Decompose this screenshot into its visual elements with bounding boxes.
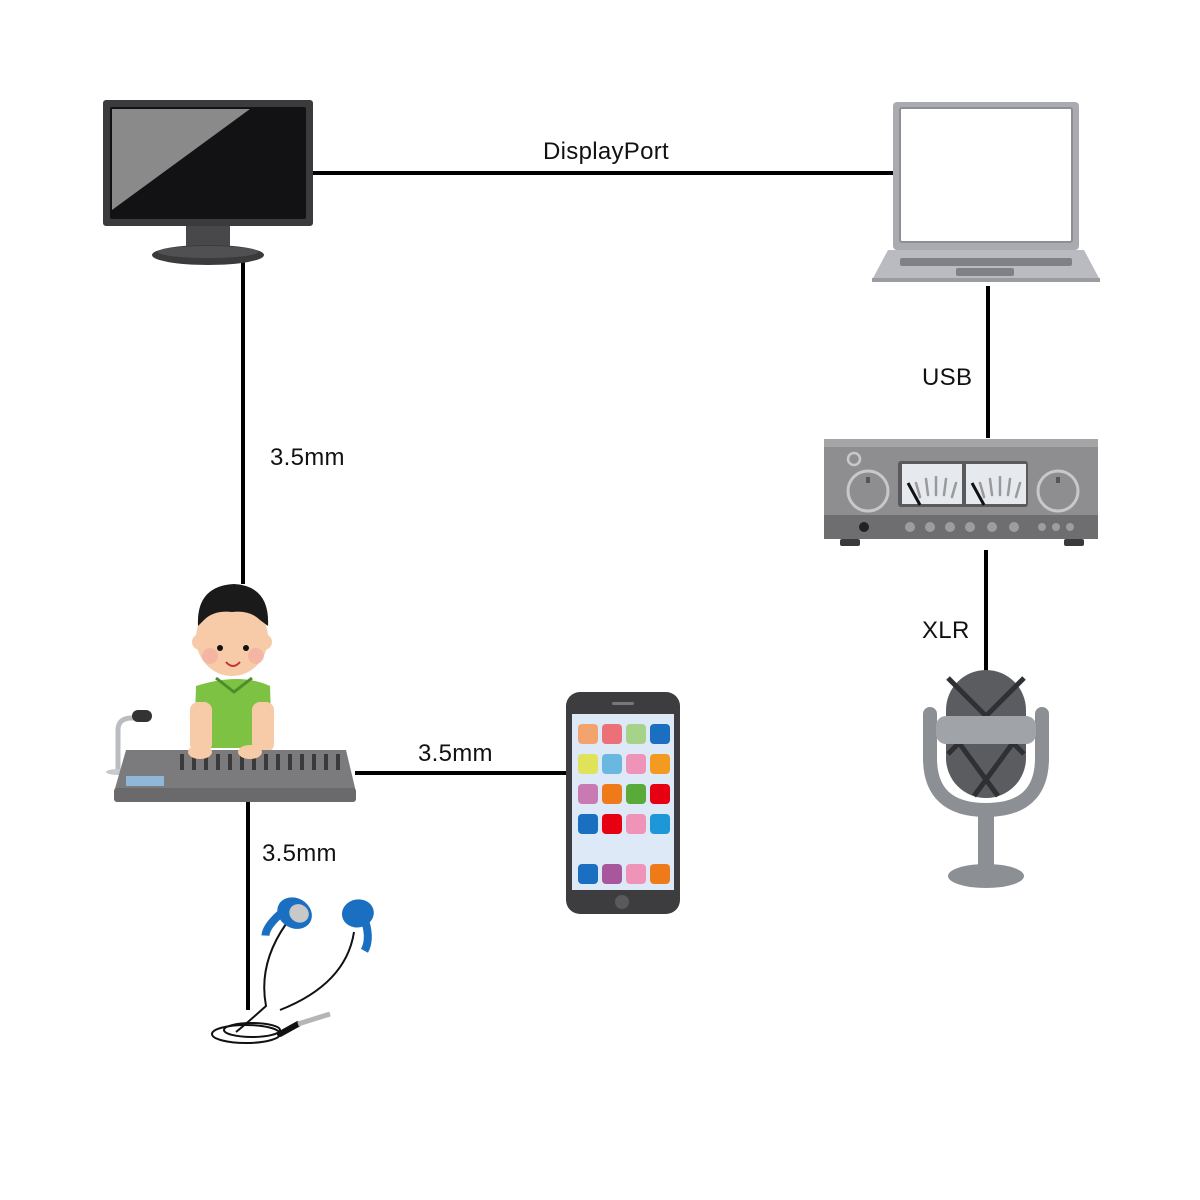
xlr-label: XLR (922, 617, 970, 644)
monitor-icon (103, 100, 313, 265)
app-icon[interactable] (650, 754, 670, 774)
monitor-mixer-label: 3.5mm (270, 444, 345, 471)
usb-label: USB (922, 364, 973, 391)
displayport-cable (312, 171, 894, 175)
app-icon[interactable] (650, 724, 670, 744)
app-icon[interactable] (602, 784, 622, 804)
audio-interface-icon (824, 439, 1098, 546)
app-icon[interactable] (578, 724, 598, 744)
app-icon[interactable] (602, 864, 622, 884)
xlr-cable (984, 550, 988, 672)
usb-cable (986, 286, 990, 438)
smartphone (566, 692, 680, 914)
earphones-icon (211, 897, 374, 1044)
app-icon[interactable] (626, 724, 646, 744)
app-icon[interactable] (626, 784, 646, 804)
phone-screen (572, 714, 674, 890)
app-icon[interactable] (578, 814, 598, 834)
app-icon[interactable] (602, 814, 622, 834)
app-icon[interactable] (626, 814, 646, 834)
displayport-label: DisplayPort (543, 138, 670, 165)
microphone-icon (923, 670, 1049, 888)
phone-home-button[interactable] (615, 895, 629, 909)
monitor-to-mixer-cable (241, 262, 245, 584)
laptop-icon (872, 102, 1100, 282)
app-icon[interactable] (626, 754, 646, 774)
mixer-earphones-label: 3.5mm (262, 840, 337, 867)
app-icon[interactable] (578, 754, 598, 774)
app-icon[interactable] (626, 864, 646, 884)
mixer-phone-label: 3.5mm (418, 740, 493, 767)
app-icon[interactable] (650, 814, 670, 834)
app-icon[interactable] (578, 784, 598, 804)
person-at-mixer-icon (106, 584, 356, 802)
app-icon[interactable] (602, 754, 622, 774)
phone-speaker (612, 702, 634, 705)
app-icon[interactable] (650, 864, 670, 884)
app-icon[interactable] (578, 864, 598, 884)
mixer-to-phone-cable (355, 771, 567, 775)
mixer-to-earphones-cable (246, 800, 250, 1010)
app-icon[interactable] (602, 724, 622, 744)
app-icon[interactable] (650, 784, 670, 804)
